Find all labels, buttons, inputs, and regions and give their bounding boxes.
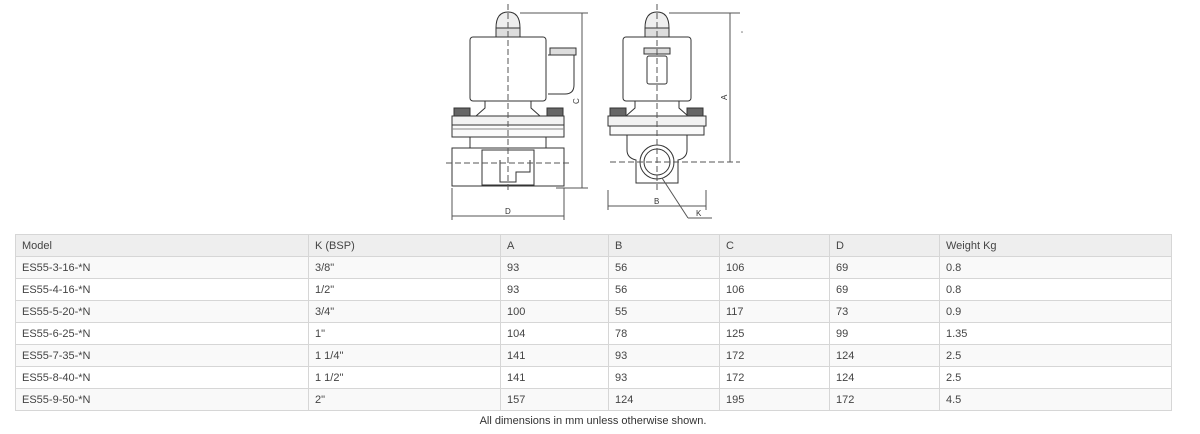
cell-d: 69 (829, 256, 940, 279)
cell-model: ES55-7-35-*N (15, 344, 309, 367)
cell-d: 172 (829, 388, 940, 411)
cell-b: 55 (608, 300, 720, 323)
cell-d: 99 (829, 322, 940, 345)
cell-k-bsp: 1 1/2" (308, 366, 501, 389)
table-row: ES55-6-25-*N 1" 104 78 125 99 1.35 (15, 322, 1172, 345)
cell-a: 141 (500, 366, 609, 389)
table-row: ES55-5-20-*N 3/4" 100 55 117 73 0.9 (15, 300, 1172, 323)
table-row: ES55-8-40-*N 1 1/2" 141 93 172 124 2.5 (15, 366, 1172, 389)
table-row: ES55-7-35-*N 1 1/4" 141 93 172 124 2.5 (15, 344, 1172, 367)
table-row: ES55-3-16-*N 3/8" 93 56 106 69 0.8 (15, 256, 1172, 279)
cell-c: 172 (719, 344, 830, 367)
cell-a: 104 (500, 322, 609, 345)
header-c: C (719, 234, 830, 257)
cell-weight: 0.8 (939, 256, 1172, 279)
header-d: D (829, 234, 940, 257)
cell-k-bsp: 2" (308, 388, 501, 411)
header-a: A (500, 234, 609, 257)
cell-weight: 0.9 (939, 300, 1172, 323)
cell-model: ES55-3-16-*N (15, 256, 309, 279)
cell-model: ES55-4-16-*N (15, 278, 309, 301)
table-row: ES55-9-50-*N 2" 157 124 195 172 4.5 (15, 388, 1172, 411)
label-c: C (572, 98, 581, 104)
label-d: D (505, 207, 511, 216)
header-weight: Weight Kg (939, 234, 1172, 257)
cell-c: 195 (719, 388, 830, 411)
cell-a: 93 (500, 256, 609, 279)
cell-model: ES55-9-50-*N (15, 388, 309, 411)
cell-d: 124 (829, 366, 940, 389)
dimensions-note: All dimensions in mm unless otherwise sh… (479, 415, 707, 427)
cell-b: 56 (608, 256, 720, 279)
cell-k-bsp: 1/2" (308, 278, 501, 301)
table-row: ES55-4-16-*N 1/2" 93 56 106 69 0.8 (15, 278, 1172, 301)
cell-b: 124 (608, 388, 720, 411)
cell-a: 93 (500, 278, 609, 301)
cell-c: 172 (719, 366, 830, 389)
cell-weight: 2.5 (939, 366, 1172, 389)
cell-weight: 0.8 (939, 278, 1172, 301)
cell-c: 106 (719, 278, 830, 301)
header-model: Model (15, 234, 309, 257)
cell-weight: 4.5 (939, 388, 1172, 411)
cell-a: 100 (500, 300, 609, 323)
cell-a: 141 (500, 344, 609, 367)
cell-b: 78 (608, 322, 720, 345)
cell-d: 124 (829, 344, 940, 367)
cell-b: 56 (608, 278, 720, 301)
cell-a: 157 (500, 388, 609, 411)
cell-model: ES55-6-25-*N (15, 322, 309, 345)
cell-d: 69 (829, 278, 940, 301)
cell-model: ES55-5-20-*N (15, 300, 309, 323)
cell-k-bsp: 1 1/4" (308, 344, 501, 367)
table-header-row: Model K (BSP) A B C D Weight Kg (15, 234, 1172, 257)
cell-k-bsp: 3/4" (308, 300, 501, 323)
header-k-bsp: K (BSP) (308, 234, 501, 257)
dimensions-table: Model K (BSP) A B C D Weight Kg ES55-3-1… (15, 234, 1172, 411)
cell-c: 125 (719, 322, 830, 345)
label-a: A (720, 94, 729, 100)
label-b: B (654, 197, 659, 206)
cell-b: 93 (608, 344, 720, 367)
cell-weight: 2.5 (939, 344, 1172, 367)
cell-c: 117 (719, 300, 830, 323)
cell-d: 73 (829, 300, 940, 323)
cell-k-bsp: 3/8" (308, 256, 501, 279)
cell-c: 106 (719, 256, 830, 279)
valve-drawing-svg: C D A B K (446, 4, 743, 220)
valve-dimension-drawing: C D A B K (430, 0, 770, 232)
cell-b: 93 (608, 366, 720, 389)
cell-weight: 1.35 (939, 322, 1172, 345)
cell-k-bsp: 1" (308, 322, 501, 345)
header-b: B (608, 234, 720, 257)
label-k: K (696, 209, 702, 218)
cell-model: ES55-8-40-*N (15, 366, 309, 389)
